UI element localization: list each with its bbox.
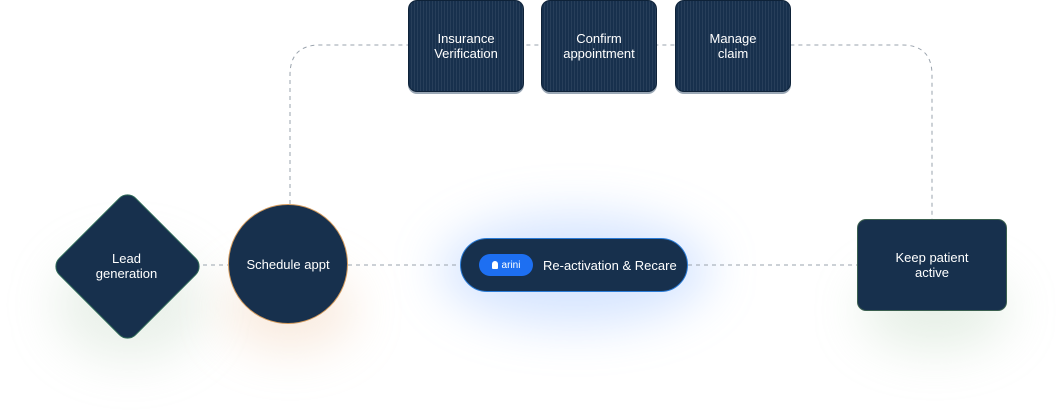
reactivation-pill[interactable]: arini Re-activation & Recare [460,238,688,292]
insurance-verification-label: Insurance Verification [434,31,498,61]
schedule-appt-node[interactable]: Schedule appt [228,204,348,324]
connector-top-loop [289,44,933,220]
confirm-appointment-card[interactable]: Confirm appointment [541,0,657,92]
manage-claim-label: Manage claim [709,31,757,61]
lead-generation-node[interactable]: Lead generation [50,189,205,344]
keep-patient-active-label: Keep patient active [895,250,969,280]
keep-patient-active-node[interactable]: Keep patient active [858,220,1006,310]
manage-claim-card[interactable]: Manage claim [675,0,791,92]
arini-logo-icon [491,261,498,269]
schedule-appt-label: Schedule appt [246,256,330,272]
lead-generation-label-box: Lead generation [50,189,203,342]
arini-badge-label: arini [501,259,521,271]
confirm-appointment-label: Confirm appointment [563,31,635,61]
reactivation-label: Re-activation & Recare [543,257,677,273]
arini-badge: arini [479,254,533,276]
lead-generation-label: Lead generation [95,250,158,281]
insurance-verification-card[interactable]: Insurance Verification [408,0,524,92]
